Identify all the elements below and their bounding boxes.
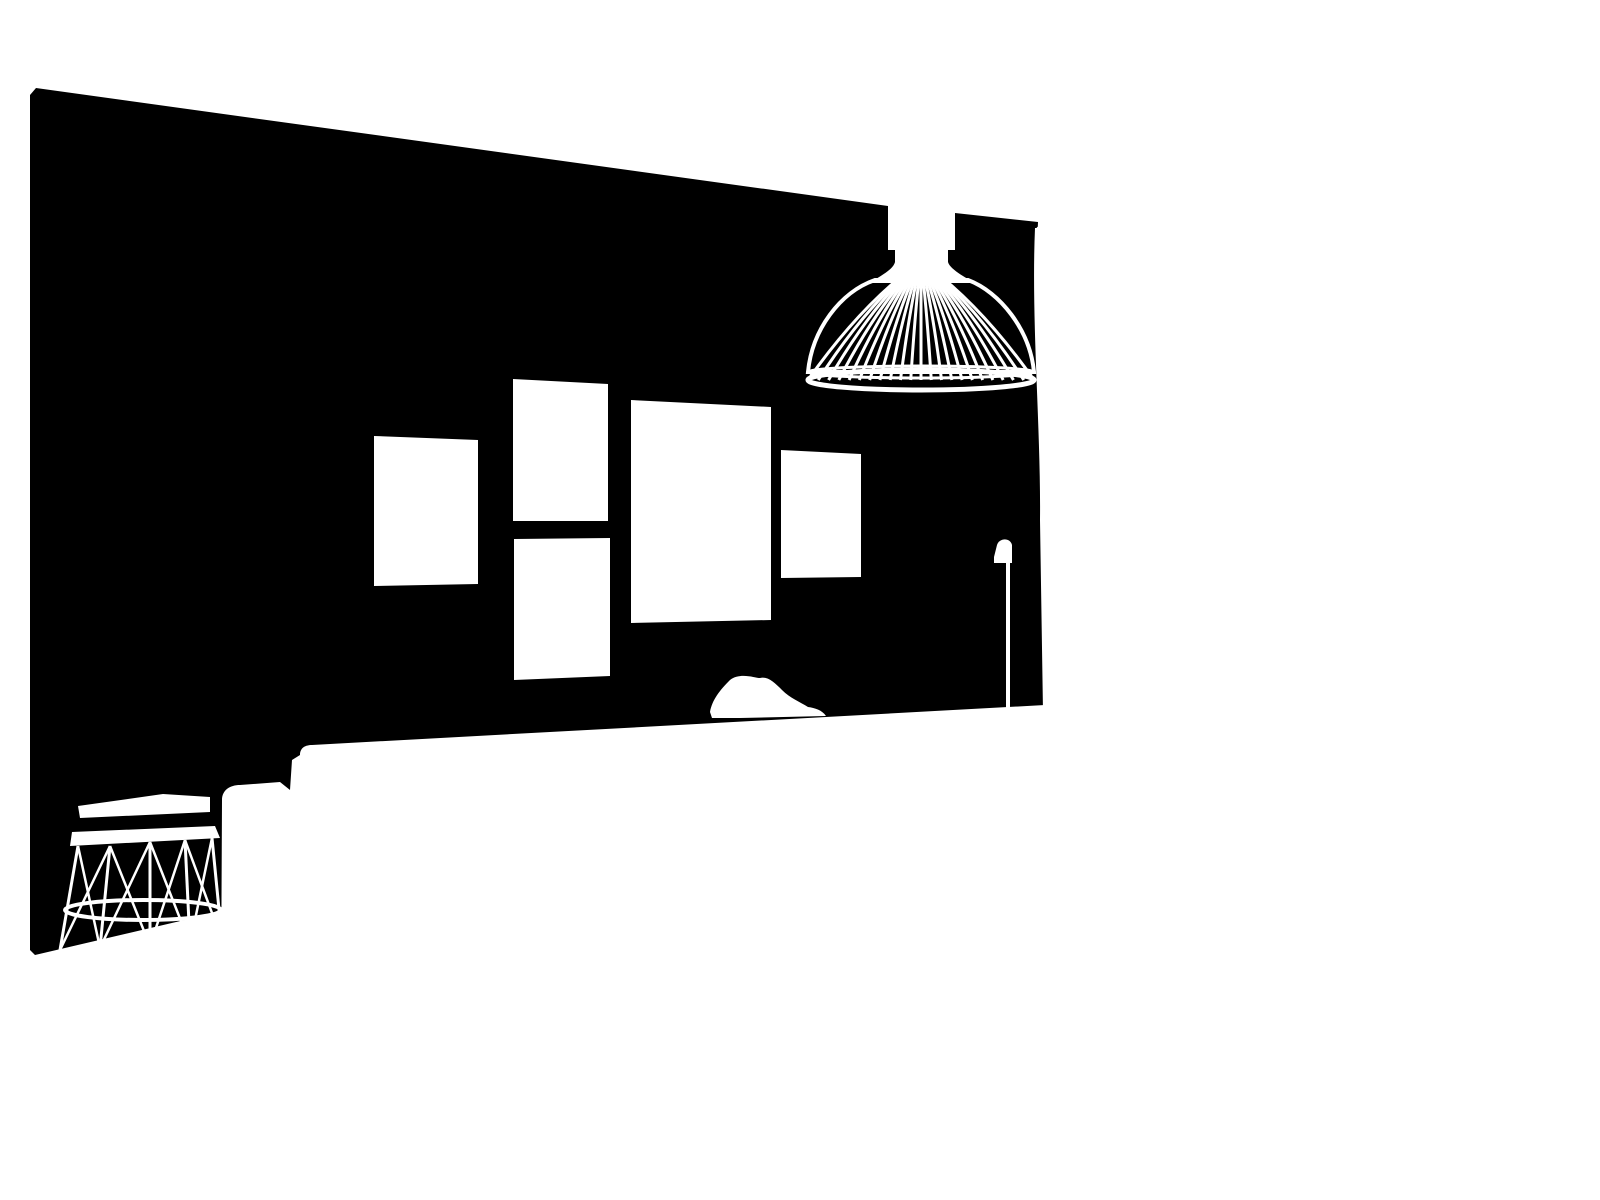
floor-lamp-shade: [994, 539, 1012, 563]
floor-lamp: [994, 539, 1012, 712]
picture-frames-group: [374, 379, 861, 680]
side-table-wire: [210, 837, 224, 941]
pendant-lamp-stem: [870, 250, 975, 283]
side-table-wire: [58, 845, 112, 951]
pendant-lamp-dome: [805, 278, 1037, 374]
sofa-body: [220, 705, 1600, 1200]
side-table-wire: [98, 845, 112, 949]
picture-frame-5: [781, 450, 861, 578]
pendant-lamp: [805, 250, 1037, 393]
side-table-wire: [183, 839, 192, 945]
side-table-wire: [183, 839, 224, 941]
pendant-lamp-rib: [929, 266, 1036, 381]
picture-frame-4: [631, 400, 771, 623]
curtain-hook: [1036, 226, 1044, 234]
pendant-lamp-rib: [857, 267, 918, 381]
side-table-wire: [58, 845, 80, 951]
side-table-top: [78, 794, 210, 818]
pendant-lamp-rib: [847, 267, 917, 381]
side-table-wire: [108, 845, 152, 947]
picture-frame-3: [514, 538, 610, 680]
side-table-wire: [76, 845, 102, 949]
pendant-lamp-rim-inner: [807, 364, 1035, 380]
side-table-rim: [70, 826, 220, 846]
side-table-wire: [148, 841, 192, 945]
pendant-lamp-rib: [868, 267, 919, 381]
pendant-lamp-rim: [805, 367, 1037, 393]
picture-frame-2: [513, 379, 608, 521]
sofa: [220, 675, 1600, 1200]
cushion: [710, 675, 826, 718]
side-table-wire: [148, 839, 187, 947]
curtain-edge: [1034, 228, 1050, 712]
floor-lamp-pole: [1006, 560, 1010, 712]
side-table-wire: [188, 837, 214, 945]
side-table: [58, 794, 224, 951]
pendant-lamp-rib: [923, 267, 974, 381]
side-table-base-ring: [63, 898, 223, 922]
pendant-lamp-rib: [924, 267, 985, 381]
side-table-wire: [98, 841, 152, 949]
picture-frame-1: [374, 436, 478, 586]
